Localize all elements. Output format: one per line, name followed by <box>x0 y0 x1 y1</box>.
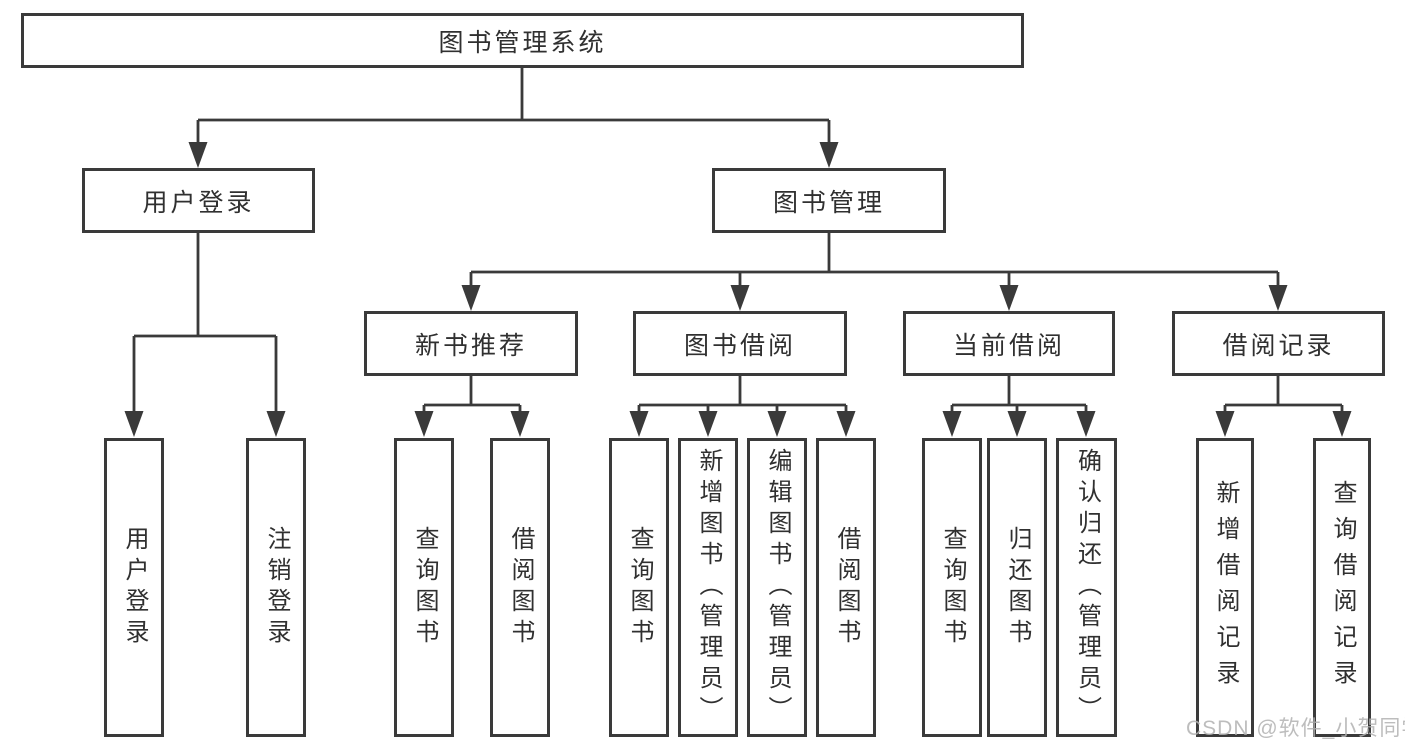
leaf-confirm-return-admin: 确认归还（管理员） <box>1056 438 1117 737</box>
connector-root-split <box>196 68 831 144</box>
leaf-user-login: 用户登录 <box>104 438 164 737</box>
leaf-query-books-recommend: 查询图书 <box>394 438 454 737</box>
leaf-edit-book-admin: 编辑图书（管理员） <box>747 438 807 737</box>
leaf-add-book-admin: 新增图书（管理员） <box>678 438 738 737</box>
leaf-logout: 注销登录 <box>246 438 306 737</box>
node-book-borrowing: 图书借阅 <box>633 311 847 376</box>
leaf-query-books-borrowing: 查询图书 <box>609 438 669 737</box>
arrowheads <box>124 142 1352 437</box>
leaf-add-borrow-record: 新增借阅记录 <box>1196 438 1254 737</box>
node-library-management-system: 图书管理系统 <box>21 13 1024 68</box>
connector-current-borrow-split <box>950 376 1088 413</box>
node-user-login: 用户登录 <box>82 168 315 233</box>
connector-new-book-split <box>422 376 522 413</box>
leaf-borrow-books-borrowing: 借阅图书 <box>816 438 876 737</box>
node-current-borrowing: 当前借阅 <box>903 311 1115 376</box>
connector-book-management-split <box>469 233 1280 287</box>
node-new-book-recommendation: 新书推荐 <box>364 311 578 376</box>
leaf-query-books-current: 查询图书 <box>922 438 982 737</box>
leaf-return-books: 归还图书 <box>987 438 1047 737</box>
connector-book-borrow-split <box>637 376 848 413</box>
node-book-management: 图书管理 <box>712 168 946 233</box>
leaf-borrow-books-recommend: 借阅图书 <box>490 438 550 737</box>
connector-borrow-record-split <box>1223 376 1344 413</box>
watermark: CSDN @软件_小贺同学 <box>1186 717 1405 740</box>
leaf-query-borrow-record: 查询借阅记录 <box>1313 438 1371 737</box>
node-borrowing-records: 借阅记录 <box>1172 311 1385 376</box>
connector-user-login-split <box>132 233 278 413</box>
